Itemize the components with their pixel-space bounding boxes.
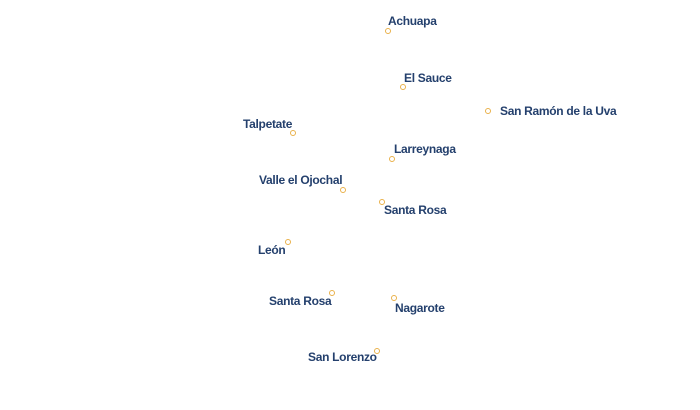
place-label-santa-rosa-south: Santa Rosa (269, 294, 332, 308)
place-marker-leon[interactable] (285, 239, 291, 245)
place-label-talpetate: Talpetate (243, 117, 293, 131)
place-marker-valle-el-ojochal[interactable] (340, 187, 346, 193)
place-label-leon: León (258, 243, 286, 257)
place-label-achuapa: Achuapa (388, 14, 437, 28)
place-marker-santa-rosa-south[interactable] (329, 290, 335, 296)
place-marker-el-sauce[interactable] (400, 84, 406, 90)
place-label-san-lorenzo: San Lorenzo (308, 350, 377, 364)
place-marker-san-lorenzo[interactable] (374, 348, 380, 354)
place-marker-san-ramon-de-la-uva[interactable] (485, 108, 491, 114)
place-label-valle-el-ojochal: Valle el Ojochal (259, 173, 343, 187)
place-marker-talpetate[interactable] (290, 130, 296, 136)
place-label-san-ramon-de-la-uva: San Ramón de la Uva (500, 104, 617, 118)
place-label-nagarote: Nagarote (395, 301, 445, 315)
place-marker-santa-rosa-north[interactable] (379, 199, 385, 205)
place-label-el-sauce: El Sauce (404, 71, 452, 85)
place-label-larreynaga: Larreynaga (394, 142, 456, 156)
place-label-santa-rosa-north: Santa Rosa (384, 203, 447, 217)
place-marker-larreynaga[interactable] (389, 156, 395, 162)
place-marker-nagarote[interactable] (391, 295, 397, 301)
place-marker-achuapa[interactable] (385, 28, 391, 34)
